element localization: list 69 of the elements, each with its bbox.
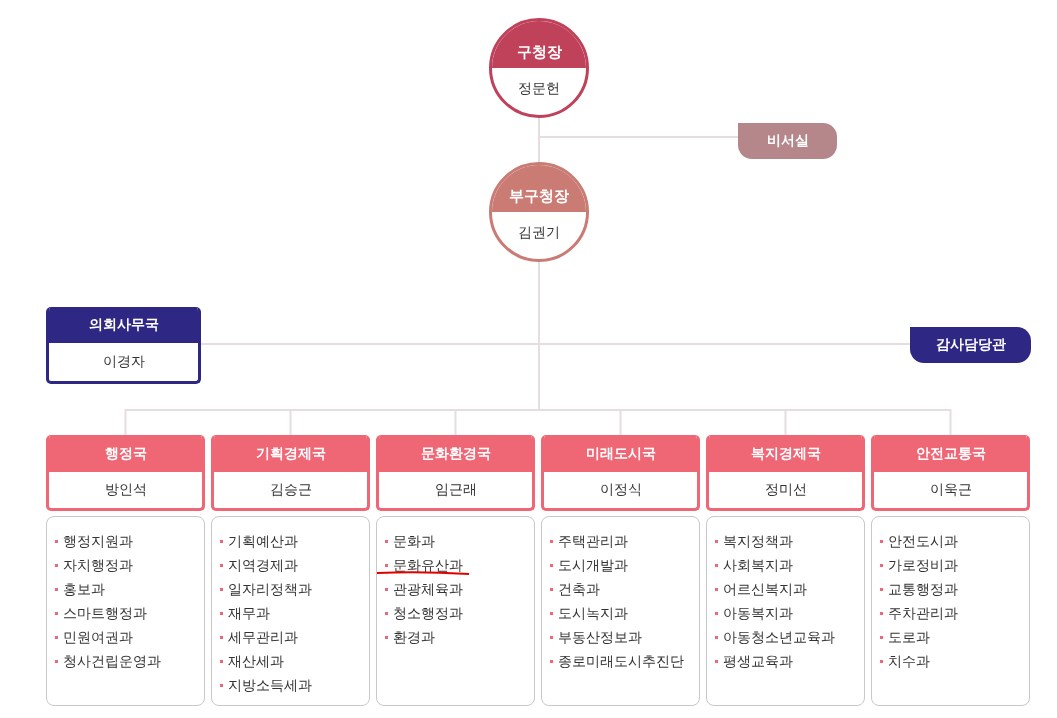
department-item: 치수과 — [880, 649, 930, 673]
person-name: 김권기 — [518, 224, 560, 242]
bureau-box — [871, 435, 1030, 511]
department-item: 가로정비과 — [880, 553, 958, 577]
department-item: 재산세과 — [220, 649, 284, 673]
bureau-box — [541, 435, 700, 511]
person-name: 김승근 — [269, 481, 312, 499]
department-item: 교통행정과 — [880, 577, 958, 601]
department-item: 문화과 — [385, 529, 435, 553]
department-item: 도로과 — [880, 625, 930, 649]
department-item: 청소행정과 — [385, 601, 463, 625]
department-item: 아동청소년교육과 — [715, 625, 835, 649]
department-item: 도시녹지과 — [550, 601, 628, 625]
person-name: 이정식 — [599, 481, 642, 499]
department-item: 기획예산과 — [220, 529, 298, 553]
bureau-box — [211, 435, 370, 511]
title-band: 안전교통국 — [874, 435, 1027, 472]
office-label: 감사담당관 — [910, 327, 1031, 363]
department-item: 스마트행정과 — [55, 601, 147, 625]
title-band: 부구청장 — [492, 165, 586, 212]
bureau-box — [706, 435, 865, 511]
department-item: 복지정책과 — [715, 529, 793, 553]
office-label: 비서실 — [738, 123, 837, 159]
department-item: 도시개발과 — [550, 553, 628, 577]
bureau-box — [46, 435, 205, 511]
department-item: 종로미래도시추진단 — [550, 649, 684, 673]
department-item: 청사건립운영과 — [55, 649, 161, 673]
department-list — [46, 516, 205, 706]
department-item: 주차관리과 — [880, 601, 958, 625]
department-list — [871, 516, 1030, 706]
department-item: 민원여권과 — [55, 625, 133, 649]
title-band: 미래도시국 — [544, 435, 697, 472]
department-item: 지방소득세과 — [220, 673, 312, 697]
department-item: 지역경제과 — [220, 553, 298, 577]
department-item: 안전도시과 — [880, 529, 958, 553]
title-band: 기획경제국 — [214, 435, 367, 472]
department-item: 세무관리과 — [220, 625, 298, 649]
department-item: 문화유산과 — [385, 553, 463, 577]
person-name: 이경자 — [102, 353, 145, 371]
title-band: 문화환경국 — [379, 435, 532, 472]
department-list — [541, 516, 700, 706]
person-name: 이욱근 — [929, 481, 972, 499]
person-name: 임근래 — [434, 481, 477, 499]
department-item: 일자리정책과 — [220, 577, 312, 601]
department-item: 환경과 — [385, 625, 435, 649]
department-list — [706, 516, 865, 706]
title-band: 구청장 — [492, 21, 586, 68]
person-name: 정문헌 — [518, 80, 560, 98]
department-item: 평생교육과 — [715, 649, 793, 673]
department-item: 주택관리과 — [550, 529, 628, 553]
department-list — [376, 516, 535, 706]
title-band: 복지경제국 — [709, 435, 862, 472]
department-list — [211, 516, 370, 706]
department-item: 건축과 — [550, 577, 600, 601]
department-item: 어르신복지과 — [715, 577, 807, 601]
department-item: 관광체육과 — [385, 577, 463, 601]
department-item: 행정지원과 — [55, 529, 133, 553]
department-item: 홍보과 — [55, 577, 105, 601]
bureau-box — [376, 435, 535, 511]
department-item: 부동산정보과 — [550, 625, 642, 649]
department-item: 사회복지과 — [715, 553, 793, 577]
title-band: 의회사무국 — [49, 307, 198, 343]
department-item: 재무과 — [220, 601, 270, 625]
person-name: 정미선 — [764, 481, 807, 499]
department-item: 자치행정과 — [55, 553, 133, 577]
bureau-box — [46, 307, 201, 384]
department-item: 아동복지과 — [715, 601, 793, 625]
title-band: 행정국 — [49, 435, 202, 472]
person-name: 방인석 — [104, 481, 147, 499]
